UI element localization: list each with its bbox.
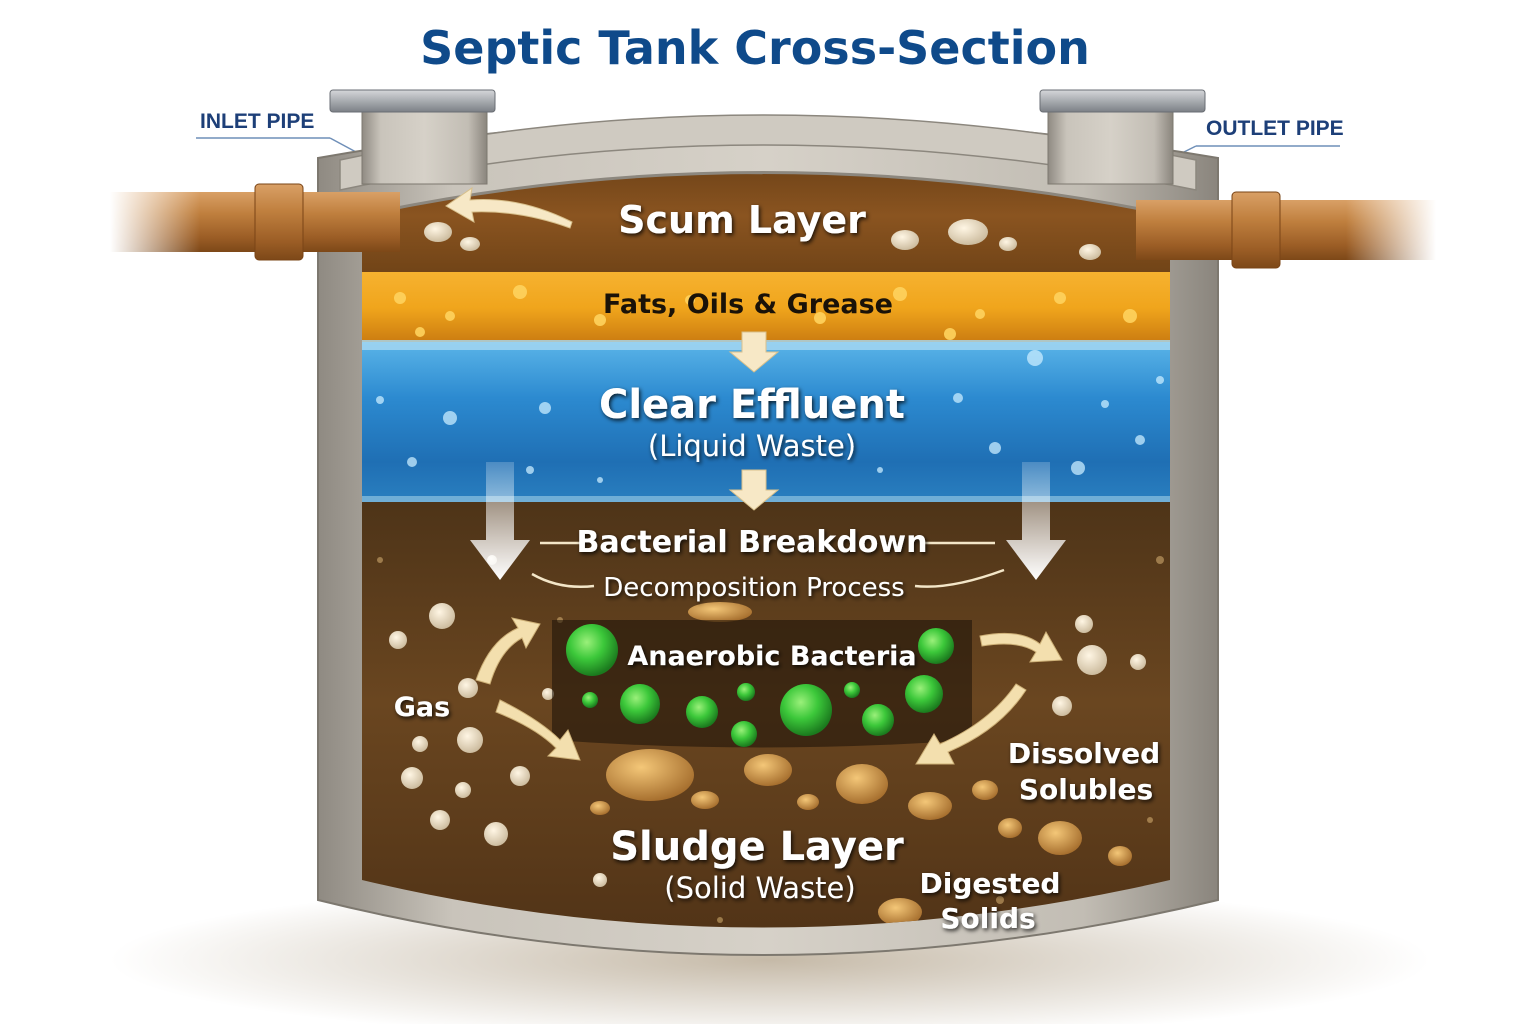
bacteria-cluster-icon	[582, 692, 598, 708]
effluent-layer-subtitle: (Liquid Waste)	[648, 429, 856, 463]
bacteria-clusters	[566, 624, 954, 747]
breakdown-decor-lines	[531, 541, 1005, 589]
digested-solids-label-line2: Solids	[940, 902, 1035, 935]
bacteria-cluster-icon	[731, 721, 757, 747]
bacteria-cluster-icon	[844, 682, 860, 698]
bacteria-cluster-icon	[620, 684, 660, 724]
breakdown-label: Bacterial Breakdown	[577, 525, 928, 560]
effluent-layer-label: Clear Effluent	[599, 382, 905, 428]
right-down-arrow-icon	[1006, 462, 1066, 580]
down-arrow-icon	[728, 469, 780, 511]
breakdown-subtitle: Decomposition Process	[603, 573, 904, 603]
sludge-particles	[377, 555, 1164, 928]
dissolved-solubles-label-line2: Solubles	[1019, 773, 1153, 806]
bacteria-cluster-icon	[686, 696, 718, 728]
page-title: Septic Tank Cross-Section	[420, 21, 1090, 75]
inlet-leader-line	[329, 137, 357, 153]
outlet-riser	[1039, 89, 1206, 185]
inlet-pipe-label: INLET PIPE	[200, 110, 314, 133]
bacteria-cluster-icon	[918, 628, 954, 664]
outlet-pipe-coupling	[1231, 191, 1281, 269]
sludge-layer-label: Sludge Layer	[610, 824, 904, 870]
return-arrow-icon	[915, 683, 1027, 765]
grease-speckles	[394, 285, 1137, 340]
inlet-riser	[329, 89, 496, 185]
digested-solids-label-line1: Digested	[920, 867, 1061, 900]
gas-label: Gas	[394, 692, 450, 723]
water-surface	[362, 340, 1170, 350]
cycle-arrows	[475, 617, 1063, 765]
to-sludge-arrow-icon	[495, 699, 581, 761]
water-droplets	[376, 350, 1164, 483]
bacteria-cluster-icon	[566, 624, 618, 676]
to-solubles-arrow-icon	[979, 630, 1063, 663]
inlet-riser-cap	[329, 89, 496, 113]
bacteria-cluster-icon	[780, 684, 832, 736]
left-down-arrow-icon	[470, 462, 530, 580]
outlet-pipe-label-group: OUTLET PIPE	[1171, 117, 1344, 159]
scum-chunks	[424, 219, 1101, 260]
outlet-riser-cap	[1039, 89, 1206, 113]
inlet-pipe-fade	[110, 188, 200, 256]
sludge-layer-subtitle: (Solid Waste)	[664, 871, 855, 905]
outlet-pipe-label: OUTLET PIPE	[1206, 117, 1344, 140]
bacteria-cluster-icon	[737, 683, 755, 701]
inlet-pipe-coupling	[254, 183, 304, 261]
scum-layer-label: Scum Layer	[618, 198, 866, 242]
dissolved-solubles-label-line1: Dissolved	[1008, 737, 1160, 770]
grease-layer-label: Fats, Oils & Grease	[603, 289, 893, 320]
down-arrow-icon	[728, 331, 780, 373]
bacteria-cluster-icon	[862, 704, 894, 736]
tank-lid	[339, 114, 1197, 191]
inlet-pipe[interactable]	[110, 183, 400, 261]
bacteria-cluster-icon	[905, 675, 943, 713]
bacteria-label: Anaerobic Bacteria	[627, 641, 916, 672]
tank-inner-rim	[361, 171, 1171, 217]
side-down-arrows	[470, 462, 1066, 580]
scum-return-arrow-icon	[445, 186, 573, 229]
inlet-pipe-label-group: INLET PIPE	[196, 110, 357, 153]
outlet-pipe-fade	[1346, 196, 1436, 264]
flow-arrows	[445, 186, 780, 511]
outlet-pipe[interactable]	[1136, 191, 1436, 269]
gas-up-arrow-icon	[475, 617, 541, 685]
